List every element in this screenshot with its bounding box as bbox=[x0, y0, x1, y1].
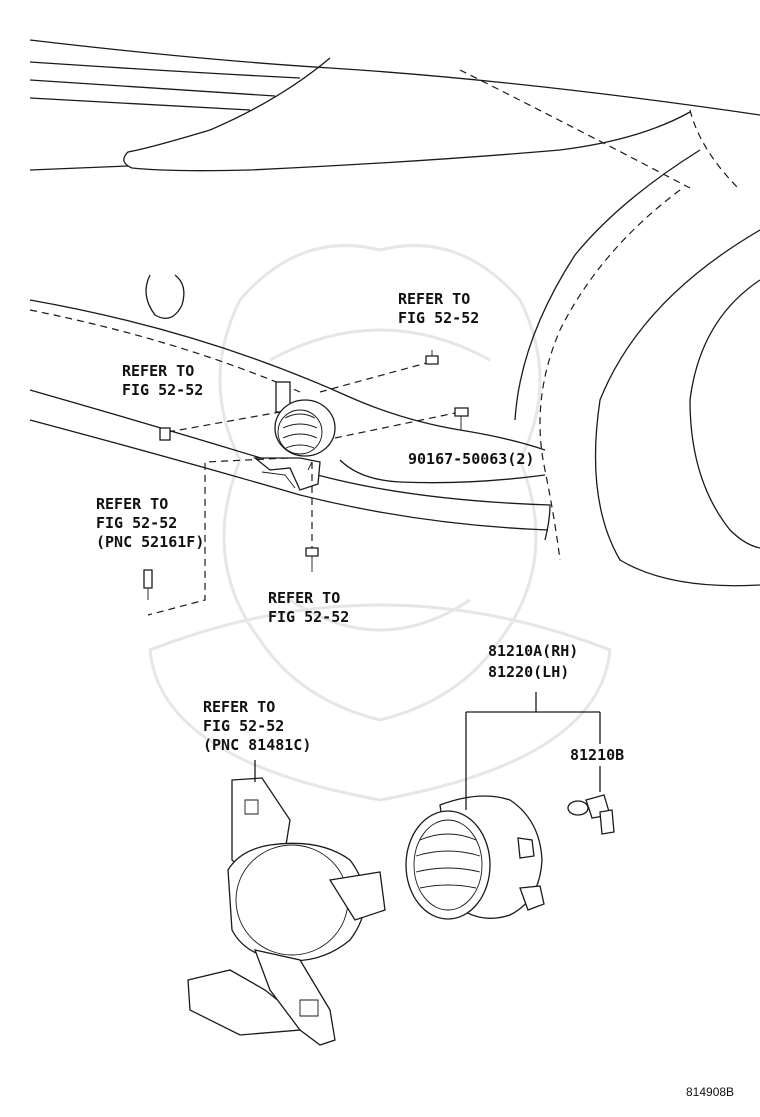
callout-bracket bbox=[254, 461, 601, 810]
bolt-90167 bbox=[454, 407, 469, 430]
bumper-body-outline bbox=[29, 39, 760, 587]
screw-bottom bbox=[305, 547, 319, 572]
label-refer-top-line1: REFER TO bbox=[398, 290, 470, 308]
fog-lamp-bulb bbox=[567, 794, 615, 835]
drawing-number: 814908B bbox=[686, 1085, 734, 1099]
label-refer-bottom-line1: REFER TO bbox=[268, 589, 340, 607]
label-refer-top-line2: FIG 52-52 bbox=[398, 309, 479, 327]
label-refer-left-line2: FIG 52-52 bbox=[122, 381, 203, 399]
label-bolt-part-number: 90167-50063(2) bbox=[408, 450, 534, 468]
label-refer-pnc81481-line3: (PNC 81481C) bbox=[203, 736, 311, 754]
label-fog-lamp-lh: 81220(LH) bbox=[488, 663, 569, 681]
screw-top bbox=[425, 350, 439, 365]
fog-lamp-assembled bbox=[253, 381, 336, 491]
label-bulb-part-number: 81210B bbox=[570, 746, 624, 764]
fog-lamp-bracket bbox=[187, 777, 386, 1046]
label-refer-pnc52161-line2: FIG 52-52 bbox=[96, 514, 177, 532]
label-refer-left-line1: REFER TO bbox=[122, 362, 194, 380]
label-refer-pnc81481-line2: FIG 52-52 bbox=[203, 717, 284, 735]
label-refer-pnc52161-line3: (PNC 52161F) bbox=[96, 533, 204, 551]
clip-fastener bbox=[159, 427, 171, 441]
fog-lamp-unit bbox=[405, 795, 545, 920]
label-refer-pnc81481-line1: REFER TO bbox=[203, 698, 275, 716]
pin-fastener bbox=[143, 569, 153, 600]
leader-lines bbox=[147, 361, 461, 616]
label-fog-lamp-rh: 81210A(RH) bbox=[488, 642, 578, 660]
watermark-emblem bbox=[148, 244, 612, 802]
label-refer-bottom-line2: FIG 52-52 bbox=[268, 608, 349, 626]
label-refer-pnc52161-line1: REFER TO bbox=[96, 495, 168, 513]
